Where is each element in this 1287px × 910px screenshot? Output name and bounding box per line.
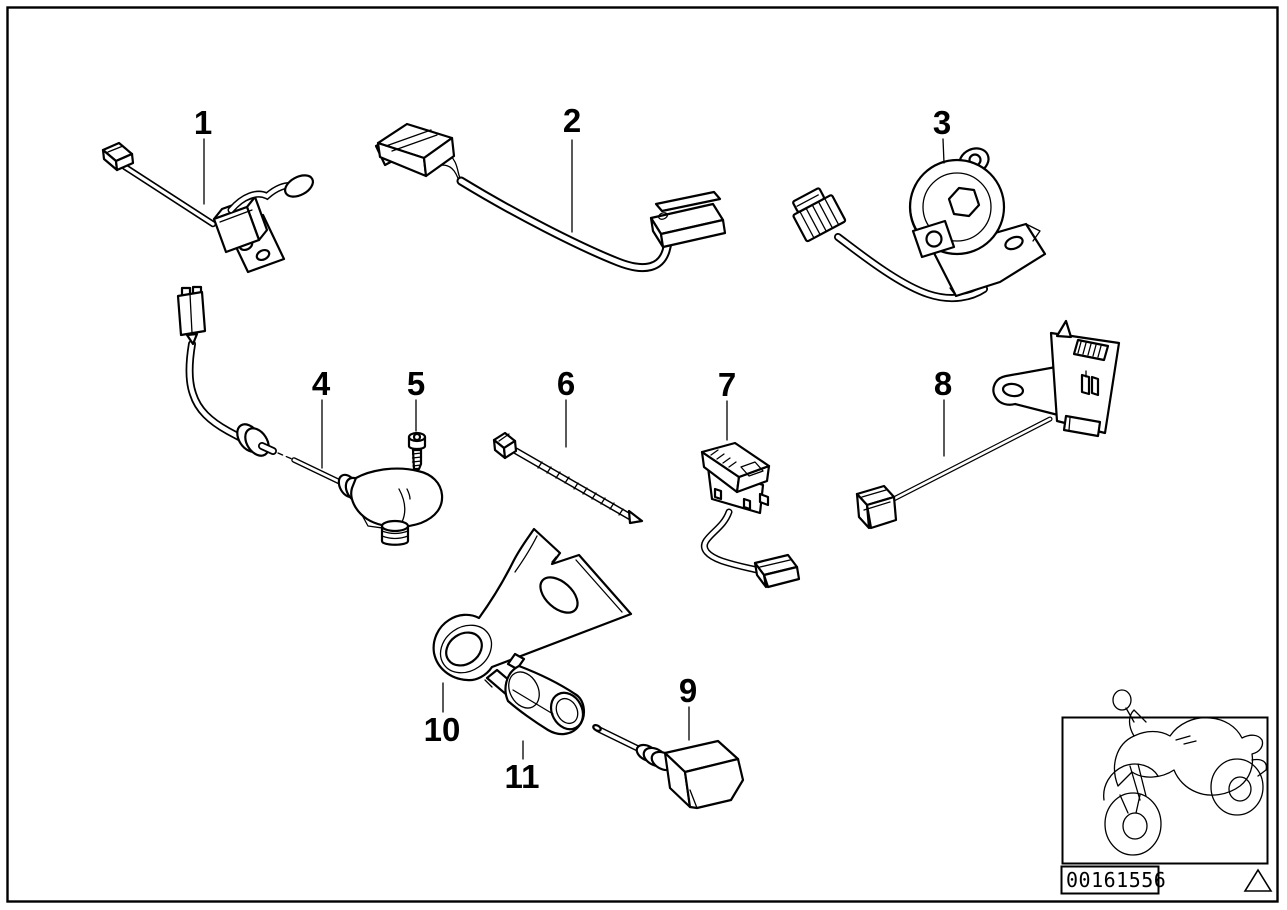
callout-2-label: 2	[563, 102, 581, 139]
callout-1-label: 1	[194, 104, 212, 141]
callout-9-label: 9	[679, 672, 697, 709]
callout-6-label: 6	[557, 365, 575, 402]
vehicle-thumbnail: 00161556	[1060, 689, 1273, 895]
part-4-drawing	[176, 285, 444, 546]
part-3-side-tab	[911, 219, 956, 259]
part-4-threaded-tip	[380, 519, 410, 546]
callout-4-label: 4	[312, 365, 331, 402]
callout-2[interactable]: 2	[563, 102, 581, 233]
part-11-drawing	[484, 652, 585, 736]
part-1-connector	[101, 141, 135, 172]
part-7-rocker-button	[700, 441, 771, 494]
image-code-box	[1060, 865, 1160, 895]
part-10-drawing	[432, 527, 633, 682]
part-9-drawing	[592, 724, 745, 810]
part-8-bracket	[992, 319, 1121, 438]
part-6-drawing	[492, 431, 644, 525]
callout-3-label: 3	[933, 104, 951, 141]
part-6-tie-head	[492, 431, 518, 460]
callout-10[interactable]: 10	[424, 682, 461, 748]
callout-11[interactable]: 11	[505, 740, 540, 795]
page-border	[6, 6, 1279, 903]
part-2-drawing	[374, 122, 727, 273]
vehicle-thumbnail-box	[1061, 716, 1269, 865]
part-9-connector-body	[663, 739, 745, 810]
motorcycle-icon	[1103, 689, 1268, 856]
callout-4[interactable]: 4	[312, 365, 331, 469]
callout-9[interactable]: 9	[679, 672, 697, 741]
part-5-drawing	[407, 431, 427, 471]
callout-7-label: 7	[718, 366, 736, 403]
image-code-text: 00161556	[1066, 868, 1166, 892]
part-4-connector	[176, 285, 207, 346]
callout-8-label: 8	[934, 365, 952, 402]
part-3-drawing	[792, 147, 1047, 303]
part-3-base-plate	[931, 222, 1047, 298]
callout-3-leader	[942, 138, 945, 164]
callout-8[interactable]: 8	[934, 365, 952, 457]
callout-5[interactable]: 5	[407, 365, 425, 432]
part-1-lever	[227, 174, 315, 214]
part-7-connector	[753, 553, 801, 589]
part-3-connector	[792, 187, 847, 243]
callout-5-label: 5	[407, 365, 425, 402]
part-8-drawing	[855, 319, 1121, 530]
triangle-icon	[1243, 868, 1273, 892]
part-2-connector-left	[374, 122, 456, 178]
callout-1[interactable]: 1	[194, 104, 212, 205]
callout-10-label: 10	[424, 711, 461, 748]
callout-7[interactable]: 7	[718, 366, 736, 441]
part-2-connector-right	[649, 190, 727, 249]
callout-6[interactable]: 6	[557, 365, 575, 448]
image-code: 00161556	[1060, 865, 1166, 895]
callout-3[interactable]: 3	[933, 104, 951, 164]
part-1-drawing	[101, 141, 315, 274]
callout-11-label: 11	[505, 758, 540, 795]
part-8-connector	[855, 484, 898, 530]
part-4-boot	[337, 467, 444, 530]
part-4-dashed-link	[277, 452, 293, 460]
part-4-grommet	[236, 423, 270, 457]
part-7-drawing	[700, 441, 801, 589]
